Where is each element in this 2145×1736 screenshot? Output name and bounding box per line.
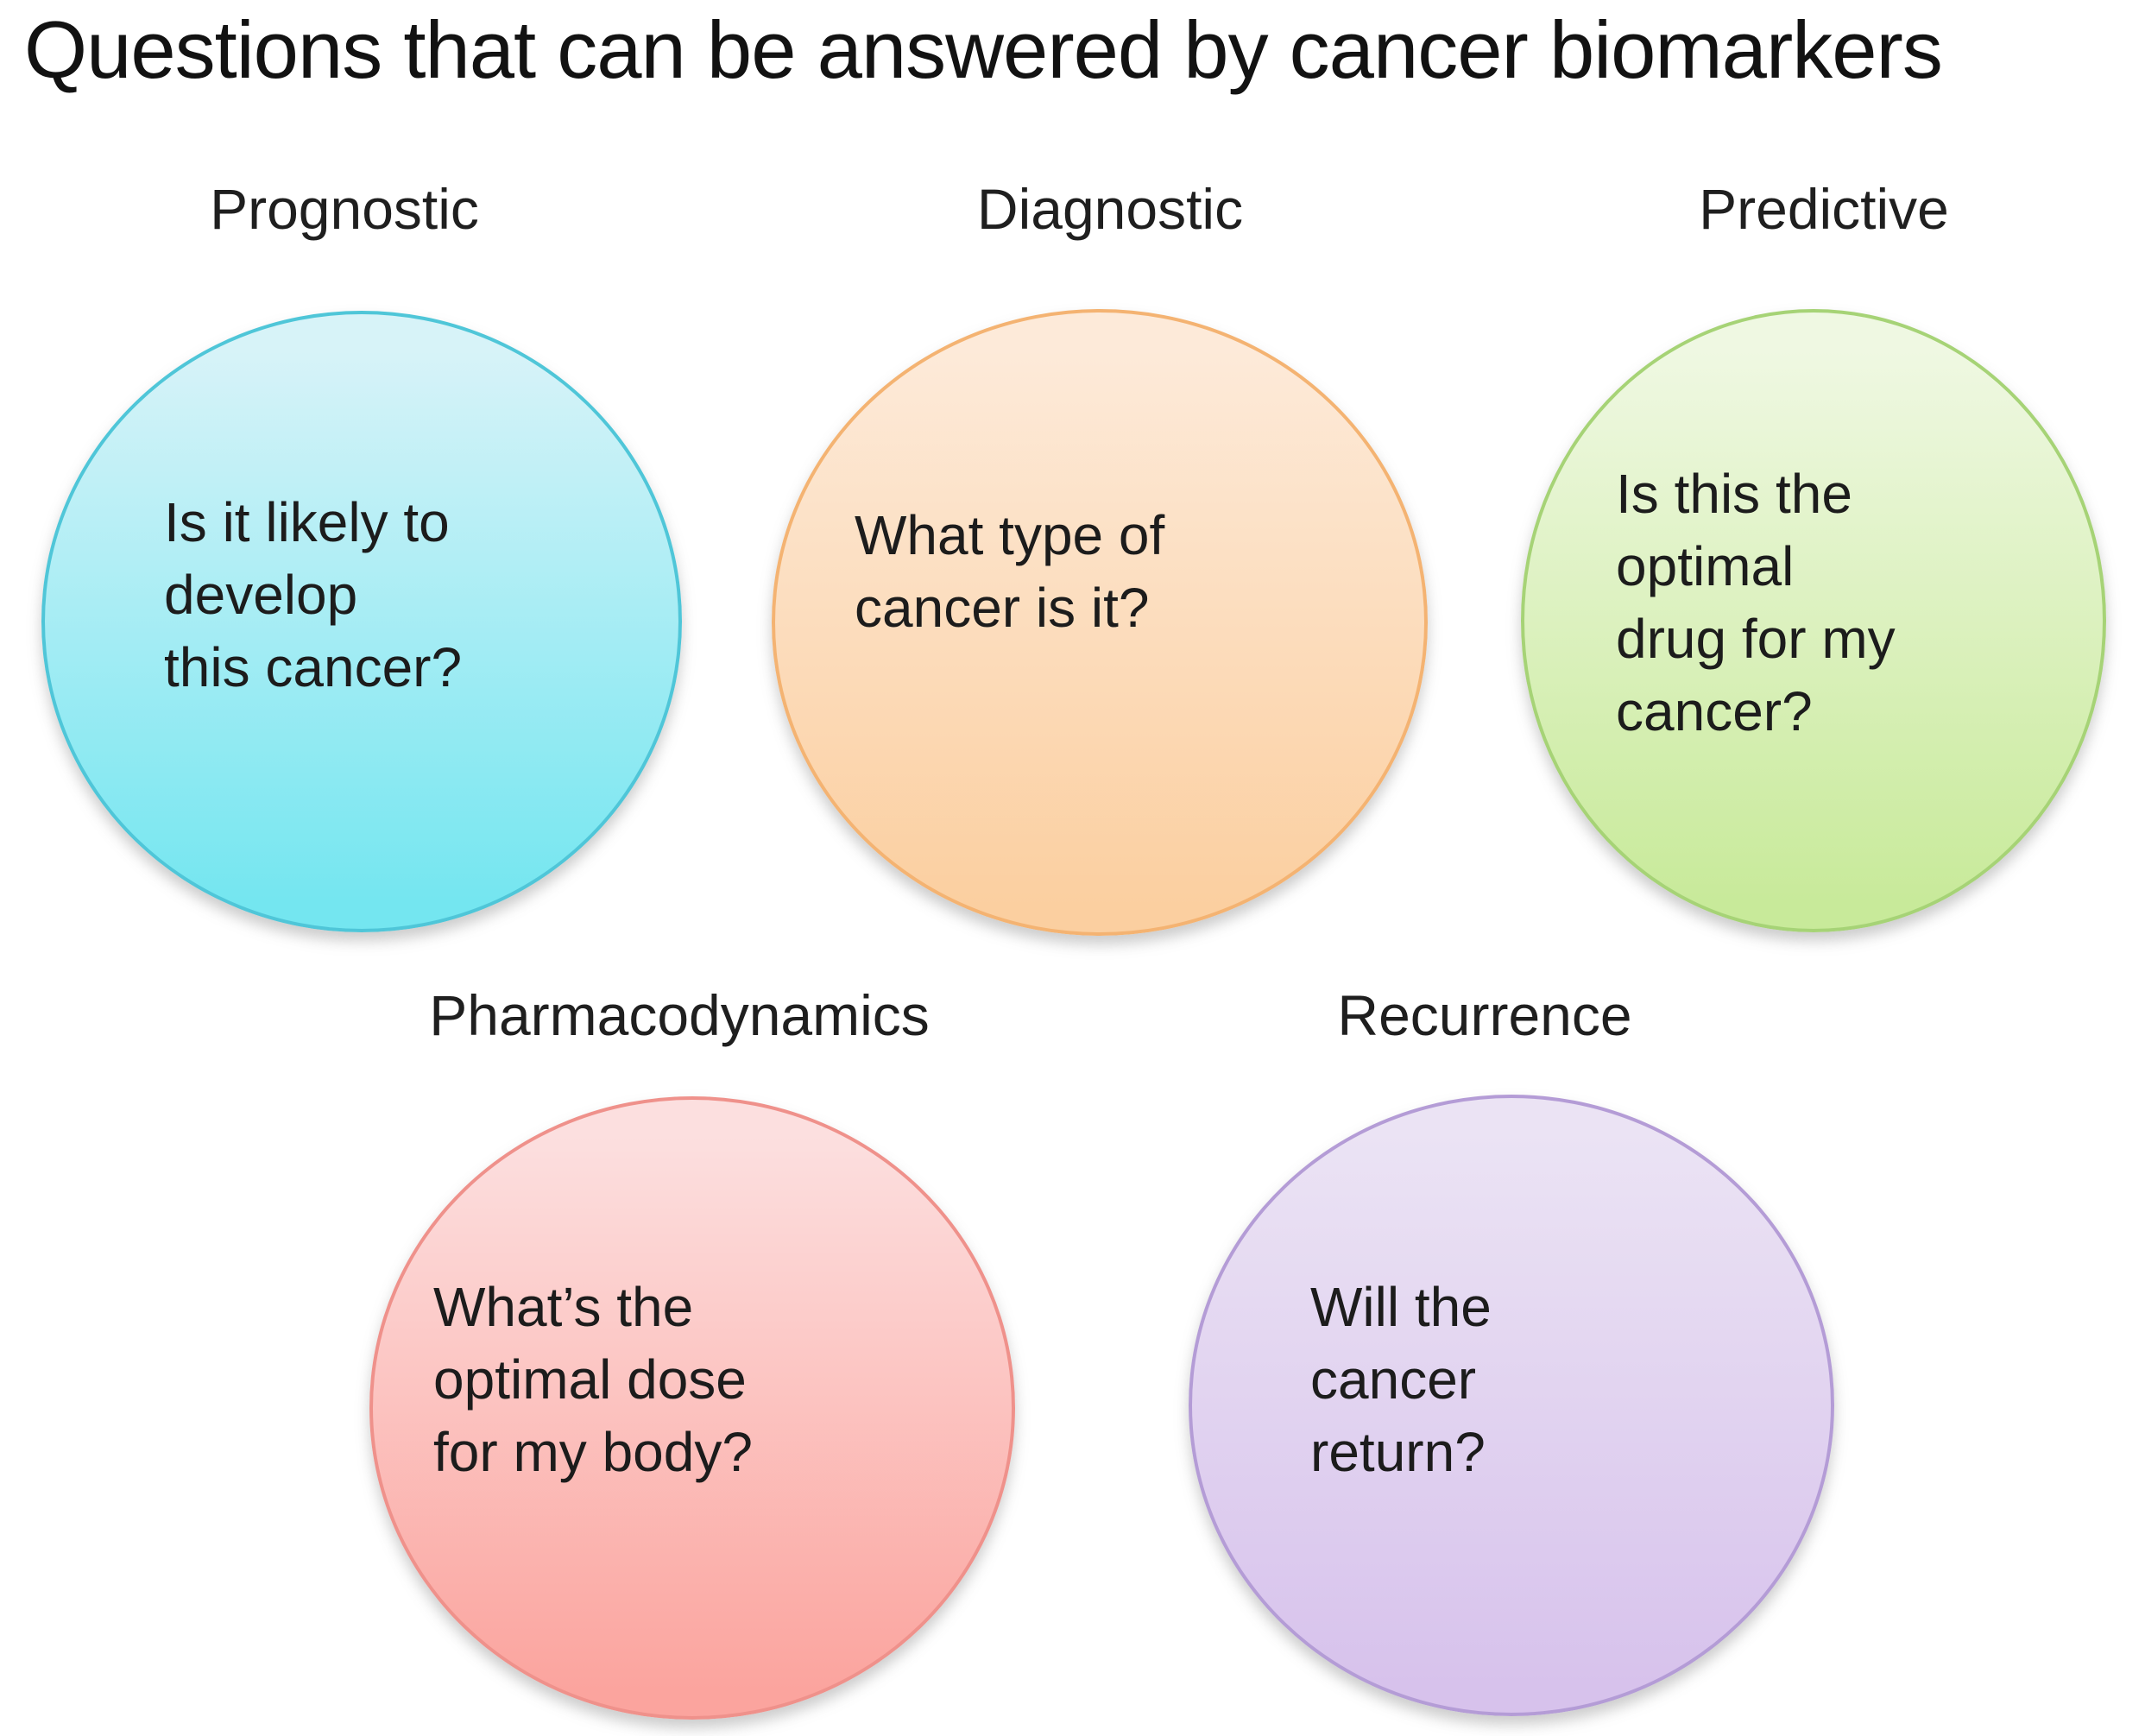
- predictive-question: Is this the optimal drug for my cancer?: [1616, 463, 1896, 742]
- pharmacodynamics-circle: [369, 1096, 1015, 1720]
- pharmacodynamics-question: What’s the optimal dose for my body?: [433, 1276, 753, 1483]
- diagnostic-circle: [772, 309, 1428, 936]
- category-label-predictive: Predictive: [1699, 177, 1949, 241]
- category-label-pharmacodynamics: Pharmacodynamics: [429, 983, 930, 1047]
- predictive-circle: [1521, 309, 2106, 932]
- category-label-diagnostic: Diagnostic: [976, 177, 1244, 241]
- prognostic-question: Is it likely to develop this cancer?: [164, 491, 463, 698]
- page-title: Questions that can be answered by cancer…: [24, 4, 1943, 95]
- diagnostic-question: What type of cancer is it?: [855, 504, 1165, 639]
- prognostic-circle: [41, 311, 682, 932]
- category-label-prognostic: Prognostic: [210, 177, 479, 241]
- recurrence-circle: [1189, 1095, 1834, 1716]
- category-label-recurrence: Recurrence: [1337, 983, 1632, 1047]
- recurrence-question: Will the cancer return?: [1310, 1276, 1492, 1483]
